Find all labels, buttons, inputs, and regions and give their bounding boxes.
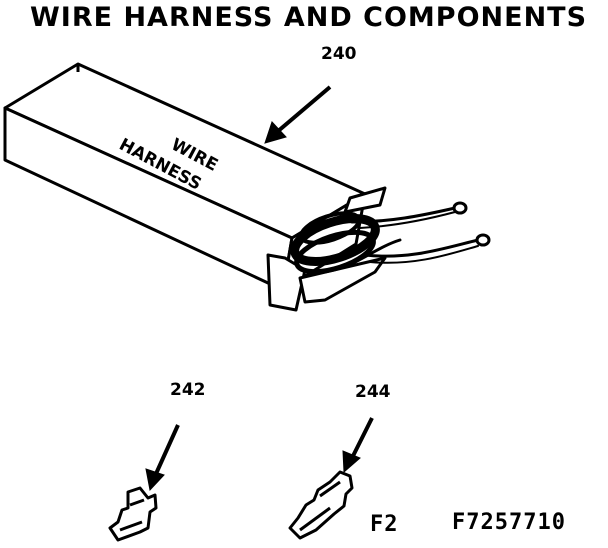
wire-coil <box>290 206 480 275</box>
part-code: F7257710 <box>452 510 566 535</box>
wire-terminals <box>452 201 491 247</box>
ring-terminal-upper <box>452 201 468 215</box>
terminal-242 <box>108 486 158 542</box>
open-flap <box>266 186 387 312</box>
figure-number: F2 <box>370 512 399 537</box>
callout-arrow-240 <box>264 85 332 144</box>
callout-label-240: 240 <box>321 44 357 64</box>
callout-label-244: 244 <box>355 382 391 402</box>
callout-label-242: 242 <box>170 380 206 400</box>
callout-arrow-242 <box>145 424 180 492</box>
terminal-244 <box>288 470 354 540</box>
callout-arrow-244 <box>342 417 374 474</box>
diagram-title: WIRE HARNESS AND COMPONENTS <box>30 2 588 33</box>
ring-terminal-lower <box>475 233 491 247</box>
